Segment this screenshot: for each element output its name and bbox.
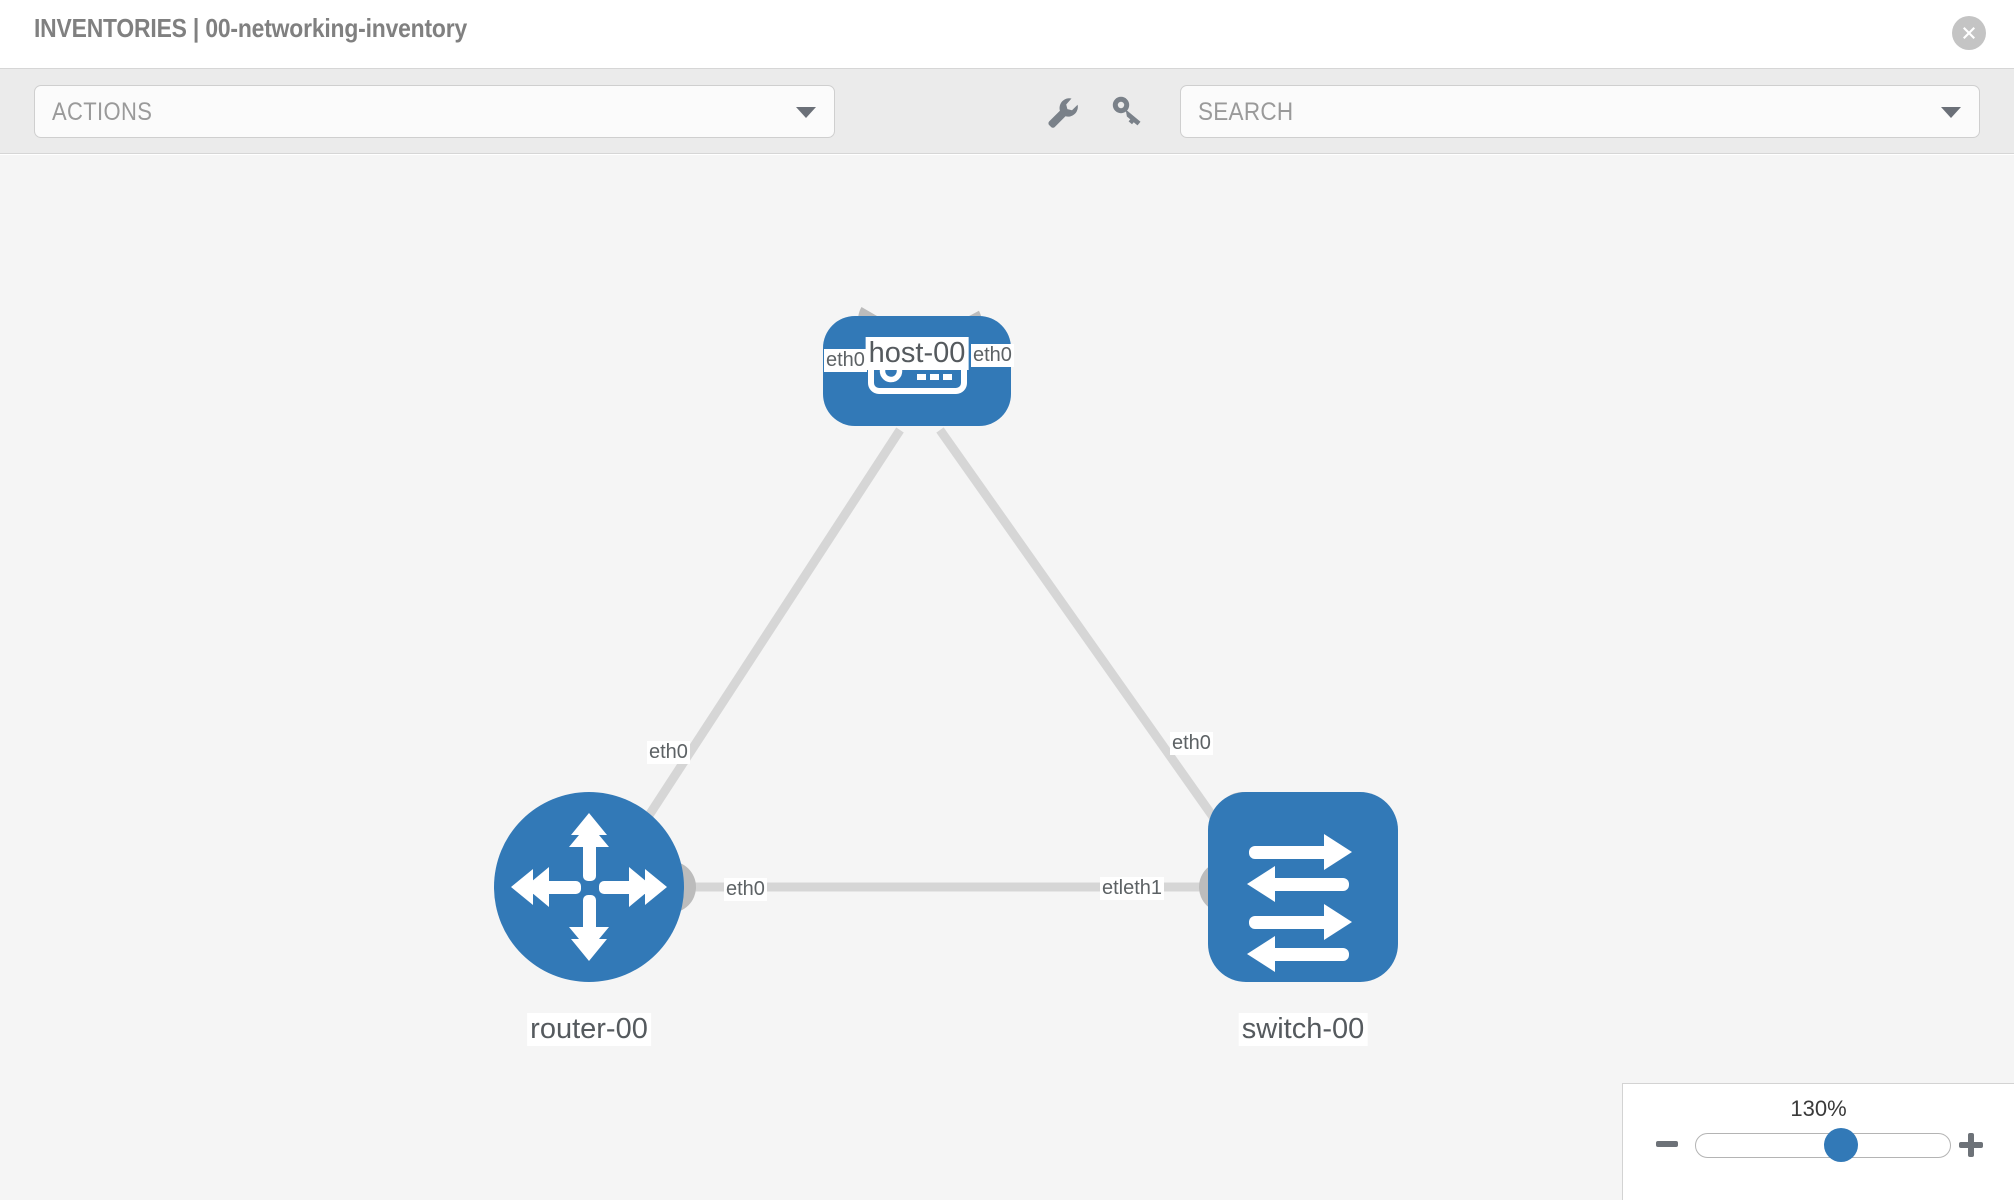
search-input[interactable]: SEARCH	[1180, 85, 1980, 138]
node-label-switch-00: switch-00	[1238, 1013, 1368, 1046]
iface-label-router-eth0-uplink: eth0	[647, 741, 690, 764]
close-button[interactable]	[1952, 16, 1986, 50]
router-arrows-icon	[511, 813, 667, 961]
iface-label-host-eth0-right: eth0	[971, 344, 1014, 367]
actions-dropdown[interactable]: ACTIONS	[34, 85, 835, 138]
search-placeholder: SEARCH	[1198, 98, 1294, 126]
iface-label-router-eth0: eth0	[724, 878, 767, 901]
node-router-00[interactable]	[494, 792, 684, 982]
search-chevron-down-icon[interactable]	[1941, 106, 1961, 118]
key-icon[interactable]	[1107, 91, 1149, 133]
link-host-switch	[936, 427, 1244, 858]
iface-label-switch-eth1: etleth1	[1100, 877, 1165, 900]
plus-icon	[1958, 1133, 1984, 1162]
toolbar: ACTIONS SEARCH	[0, 68, 2014, 154]
page-title: INVENTORIES | 00-networking-inventory	[34, 13, 468, 43]
link-host-router	[599, 427, 904, 889]
topology-canvas[interactable]: host-00 router-00 switch-00 eth0 eth0 et…	[0, 155, 2014, 1200]
switch-arrows-icon	[1247, 834, 1352, 972]
zoom-percent-label: 130%	[1790, 1096, 1847, 1121]
wrench-icon[interactable]	[1041, 91, 1083, 133]
node-label-host-00: host-00	[865, 337, 969, 370]
zoom-slider-track[interactable]	[1695, 1133, 1951, 1158]
zoom-slider-thumb[interactable]	[1823, 1128, 1858, 1162]
iface-label-switch-eth0-uplink: eth0	[1170, 732, 1213, 755]
actions-dropdown-label: ACTIONS	[52, 98, 153, 126]
link-layer	[599, 427, 1300, 892]
node-label-router-00: router-00	[527, 1013, 651, 1046]
chevron-down-icon	[796, 106, 816, 118]
zoom-control-panel: 130%	[1622, 1083, 2014, 1200]
iface-label-host-eth0-left: eth0	[824, 349, 867, 372]
title-bar: INVENTORIES | 00-networking-inventory	[0, 0, 2014, 68]
minus-icon	[1655, 1141, 1679, 1160]
topology-graph	[494, 307, 1398, 982]
node-switch-00[interactable]	[1208, 792, 1398, 982]
zoom-out-button[interactable]	[1655, 1132, 1679, 1161]
zoom-in-button[interactable]	[1958, 1132, 1984, 1163]
